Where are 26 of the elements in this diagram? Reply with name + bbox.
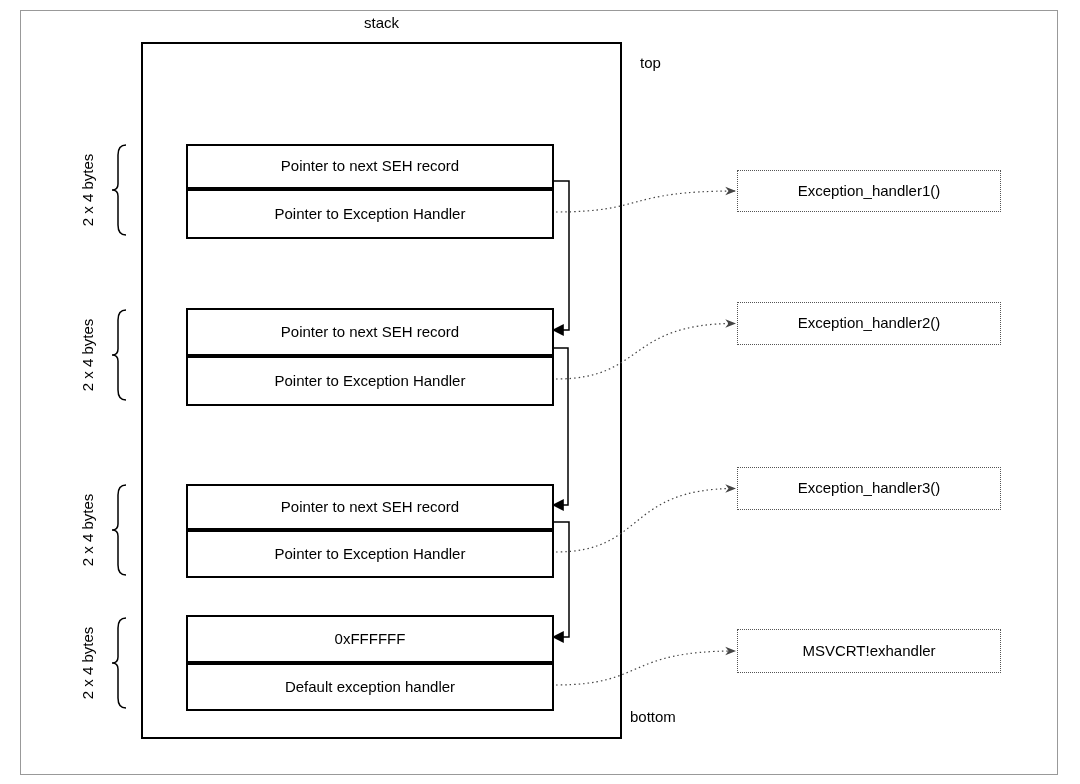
handler-box: Exception_handler3() xyxy=(737,467,1001,510)
stack-title: stack xyxy=(363,13,400,33)
dotted-arrow xyxy=(555,186,737,213)
record-field: 0xFFFFFF xyxy=(186,615,554,663)
size-label: 2 x 4 bytes xyxy=(77,493,97,567)
handler-box: Exception_handler2() xyxy=(737,302,1001,345)
record-field: Pointer to Exception Handler xyxy=(186,189,554,239)
position-label: top xyxy=(640,53,661,73)
record-field: Pointer to Exception Handler xyxy=(186,530,554,578)
record-field: Pointer to next SEH record xyxy=(186,308,554,356)
handler-box: MSVCRT!exhandler xyxy=(737,629,1001,673)
record-field: Pointer to Exception Handler xyxy=(186,356,554,406)
position-label: bottom xyxy=(630,707,676,727)
pointer-arrow xyxy=(551,521,570,643)
size-label: 2 x 4 bytes xyxy=(77,318,97,392)
record-field: Pointer to next SEH record xyxy=(186,484,554,530)
dotted-arrow xyxy=(555,646,737,686)
record-field: Pointer to next SEH record xyxy=(186,144,554,189)
handler-box: Exception_handler1() xyxy=(737,170,1001,212)
dotted-arrow xyxy=(555,484,737,553)
size-label: 2 x 4 bytes xyxy=(77,153,97,227)
pointer-arrow xyxy=(551,347,569,511)
pointer-arrow xyxy=(551,180,570,336)
dotted-arrow xyxy=(555,319,737,380)
record-field: Default exception handler xyxy=(186,663,554,711)
size-label: 2 x 4 bytes xyxy=(77,626,97,700)
